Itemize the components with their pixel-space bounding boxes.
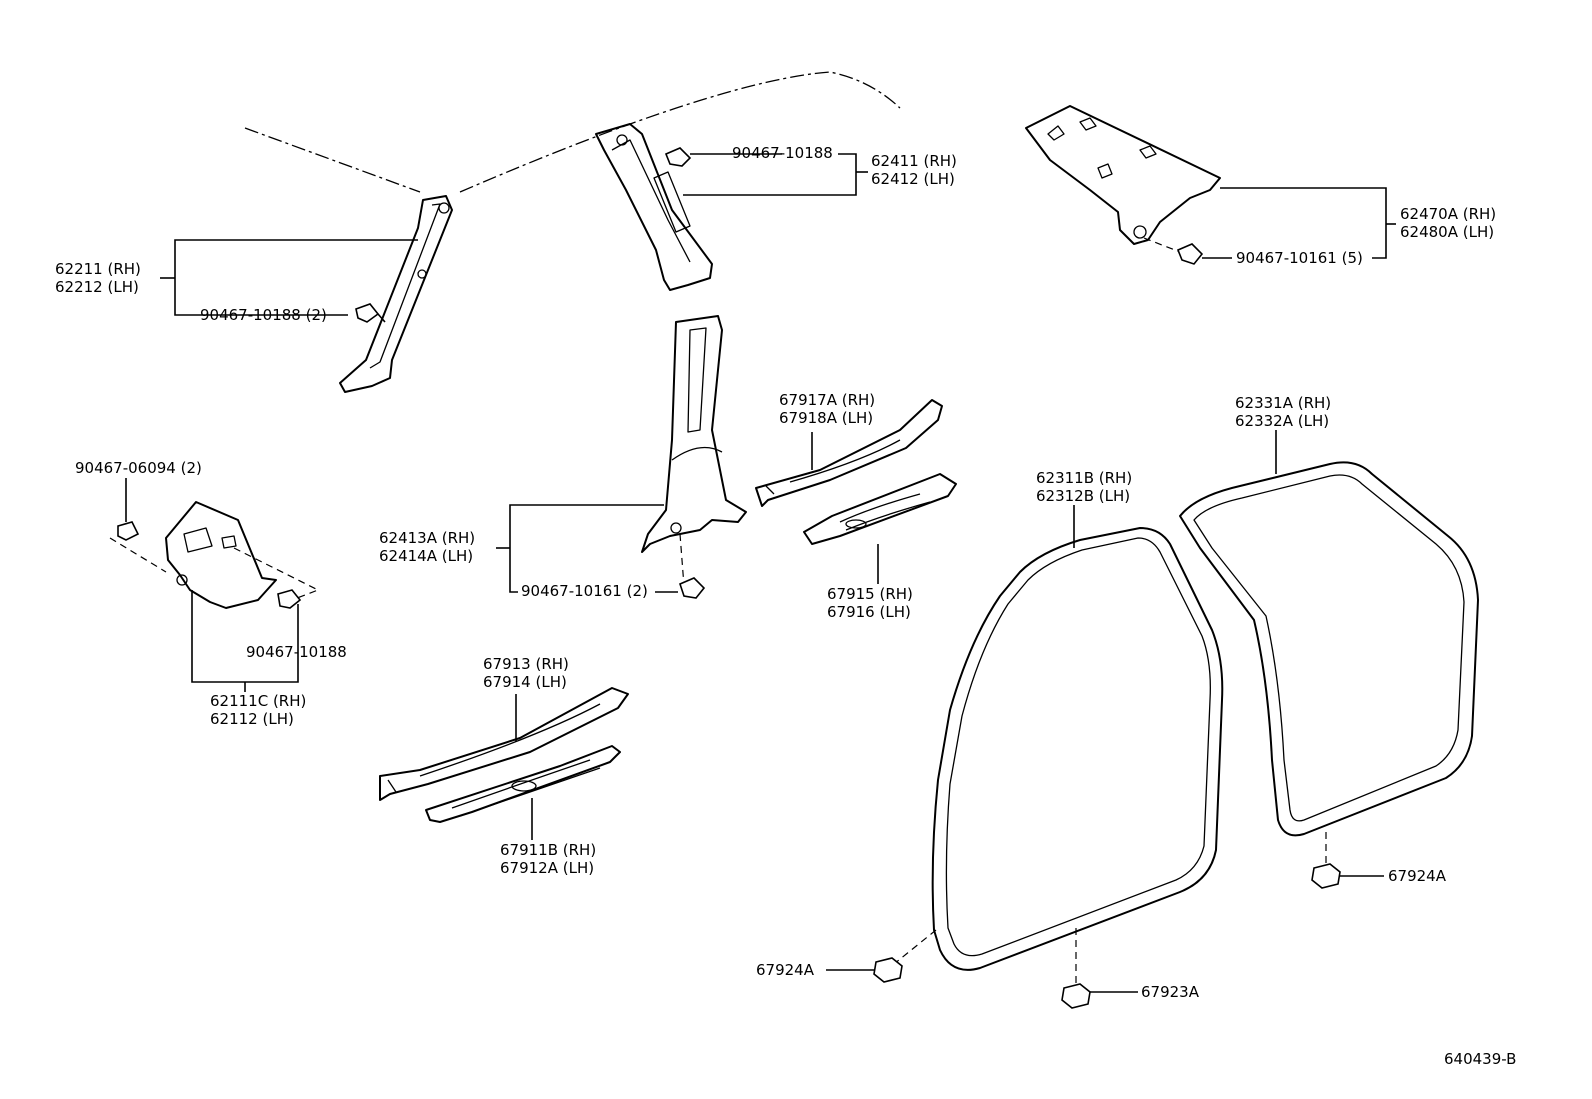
nut-90467-06094[interactable]: [117, 521, 140, 541]
label-62311b: 62311B (RH): [1036, 469, 1132, 487]
front-door-opening-weatherstrip[interactable]: [931, 527, 1224, 971]
label-62111c: 62111C (RH): [210, 692, 306, 710]
leader-62413a: [509, 504, 664, 593]
label-67916: 67916 (LH): [827, 603, 911, 621]
leader-62470a: [1220, 187, 1387, 259]
center-pillar-upper-garnish[interactable]: [595, 123, 713, 291]
label-67911b: 67911B (RH): [500, 841, 596, 859]
label-62413a: 62413A (RH): [379, 529, 475, 547]
label-67915: 67915 (RH): [827, 585, 913, 603]
label-62470a: 62470A (RH): [1400, 205, 1496, 223]
label-67923a: 67923A: [1141, 983, 1200, 1001]
clip-67924a-rear[interactable]: [1311, 863, 1341, 889]
clip-67924a-front[interactable]: [873, 957, 903, 983]
rear-door-scuff-plate-inner[interactable]: [755, 399, 943, 507]
clip-90467-10161-roof[interactable]: [1176, 243, 1204, 265]
dash-62413a-clip: [679, 533, 685, 587]
roof-reference-line: [244, 71, 901, 193]
label-62411: 62411 (RH): [871, 152, 957, 170]
clip-90467-10188-kick[interactable]: [277, 589, 302, 609]
label-clip-90467-10161-5: 90467-10161 (5): [1236, 249, 1363, 267]
label-62412: 62412 (LH): [871, 170, 955, 188]
label-67917a: 67917A (RH): [779, 391, 875, 409]
rear-door-scuff-plate-outer[interactable]: [803, 473, 957, 545]
dash-62470a-clip: [1143, 237, 1181, 253]
label-67912a: 67912A (LH): [500, 859, 594, 877]
front-door-scuff-plate-outer[interactable]: [425, 745, 621, 823]
cowl-side-trim[interactable]: [165, 501, 277, 609]
clip-90467-10161-center-lower[interactable]: [679, 577, 706, 599]
label-62480a: 62480A (LH): [1400, 223, 1494, 241]
label-clip-90467-10188-2: 90467-10188 (2): [200, 306, 327, 324]
label-clip-90467-10188-kick: 90467-10188: [246, 643, 347, 661]
label-62332a: 62332A (LH): [1235, 412, 1329, 430]
label-62331a: 62331A (RH): [1235, 394, 1331, 412]
label-62211: 62211 (RH): [55, 260, 141, 278]
label-67924a-rear: 67924A: [1388, 867, 1447, 885]
label-67913: 67913 (RH): [483, 655, 569, 673]
leader-62211: [174, 239, 418, 316]
center-pillar-lower-garnish[interactable]: [641, 315, 747, 553]
roof-side-inner-garnish[interactable]: [1025, 105, 1221, 245]
clip-67923a[interactable]: [1061, 983, 1091, 1009]
leader-62411: [683, 153, 857, 196]
clip-90467-10188-center[interactable]: [664, 147, 692, 167]
rear-door-opening-weatherstrip[interactable]: [1179, 461, 1479, 837]
label-67914: 67914 (LH): [483, 673, 567, 691]
label-67924a-front: 67924A: [756, 961, 815, 979]
label-62212: 62212 (LH): [55, 278, 139, 296]
dash-cowl-clips: [109, 537, 320, 601]
label-clip-90467-10161-2: 90467-10161 (2): [521, 582, 648, 600]
label-67918a: 67918A (LH): [779, 409, 873, 427]
label-clip-90467-10188-top: 90467-10188: [732, 144, 833, 162]
label-62312b: 62312B (LH): [1036, 487, 1130, 505]
front-door-scuff-plate-inner[interactable]: [379, 687, 629, 801]
label-nut-90467-06094-2: 90467-06094 (2): [75, 459, 202, 477]
drawing-number: 640439-B: [1444, 1050, 1516, 1068]
label-62112: 62112 (LH): [210, 710, 294, 728]
clip-90467-10188-a-pillar[interactable]: [355, 303, 386, 323]
dash-67924a-front: [893, 929, 937, 965]
label-62414a: 62414A (LH): [379, 547, 473, 565]
front-pillar-garnish[interactable]: [339, 195, 453, 393]
